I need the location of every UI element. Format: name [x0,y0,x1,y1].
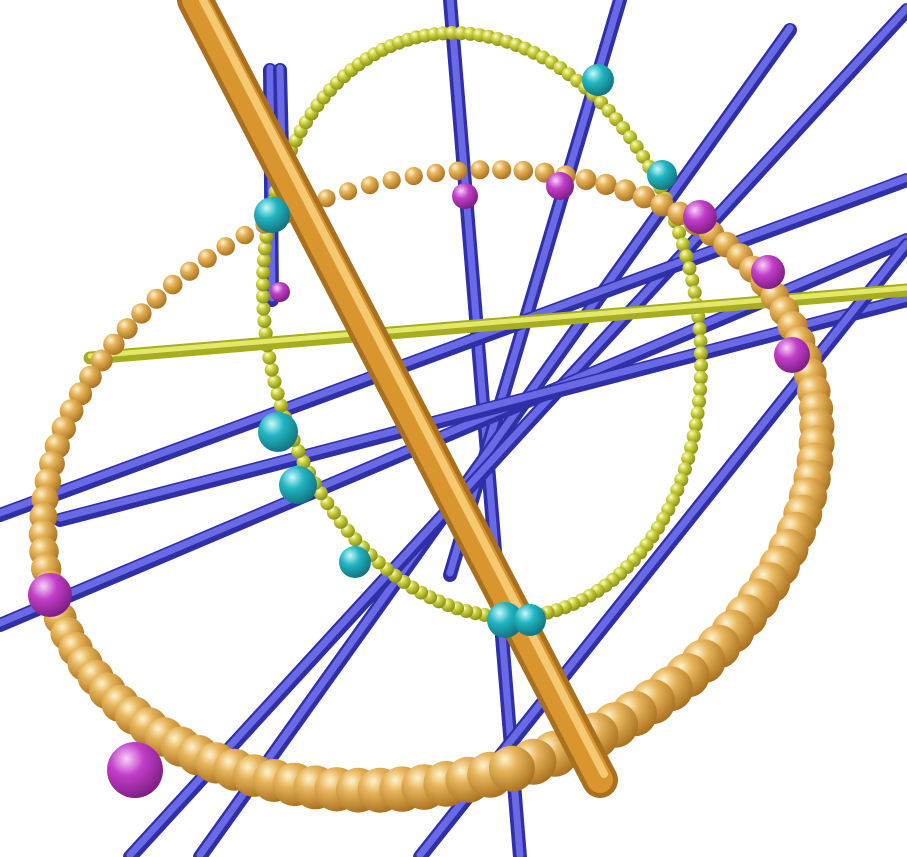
cyan-sphere [339,546,371,578]
large-ring-bead [514,161,534,181]
large-ring-bead [595,174,616,195]
large-ring-bead [492,160,511,179]
large-ring-bead [576,169,597,190]
large-ring-bead [198,249,217,268]
cyan-sphere [647,160,677,190]
small-ring-bead [256,290,270,304]
small-ring-bead [679,249,693,263]
small-ring-bead [265,363,279,377]
large-ring-bead [131,303,151,323]
small-ring-bead [683,261,697,275]
small-ring-bead [694,347,708,361]
large-ring-bead [163,275,183,295]
magenta-sphere [774,337,810,373]
small-ring-bead [694,371,708,385]
cyan-sphere [582,64,614,96]
large-ring-bead [383,171,401,189]
small-ring-bead [256,265,270,279]
large-ring-bead [427,164,445,182]
large-ring-bead [470,160,489,179]
magenta-sphere [751,255,785,289]
small-ring-bead [257,302,271,316]
small-ring-bead [685,273,699,287]
magenta-sphere [683,200,717,234]
small-ring-bead [262,351,276,365]
small-ring-bead [694,334,708,348]
magenta-sphere [28,573,72,617]
large-ring-bead [489,746,535,792]
cyan-sphere [254,197,290,233]
large-ring-bead [236,226,254,244]
large-ring-bead [405,167,423,185]
small-ring-bead [676,238,690,252]
magenta-sphere [546,172,574,200]
small-ring-bead [688,285,702,299]
large-ring-bead [216,237,235,256]
small-ring-bead [692,395,706,409]
small-ring-bead [274,399,288,413]
small-ring-bead [271,387,285,401]
magenta-sphere [452,183,478,209]
cyan-sphere [258,412,298,452]
magenta-sphere [270,282,290,302]
small-ring-bead [256,277,270,291]
small-ring-bead [693,322,707,336]
cyan-sphere [279,466,317,504]
large-ring-bead [339,182,357,200]
small-ring-bead [694,359,708,373]
large-ring-bead [147,289,167,309]
large-ring-bead [361,176,379,194]
magenta-sphere [107,742,163,798]
cyan-sphere [514,604,546,636]
large-ring-bead [449,162,468,181]
large-ring-bead [180,262,199,281]
small-ring-bead [268,375,282,389]
small-ring-bead [257,314,271,328]
small-ring-bead [258,242,272,256]
